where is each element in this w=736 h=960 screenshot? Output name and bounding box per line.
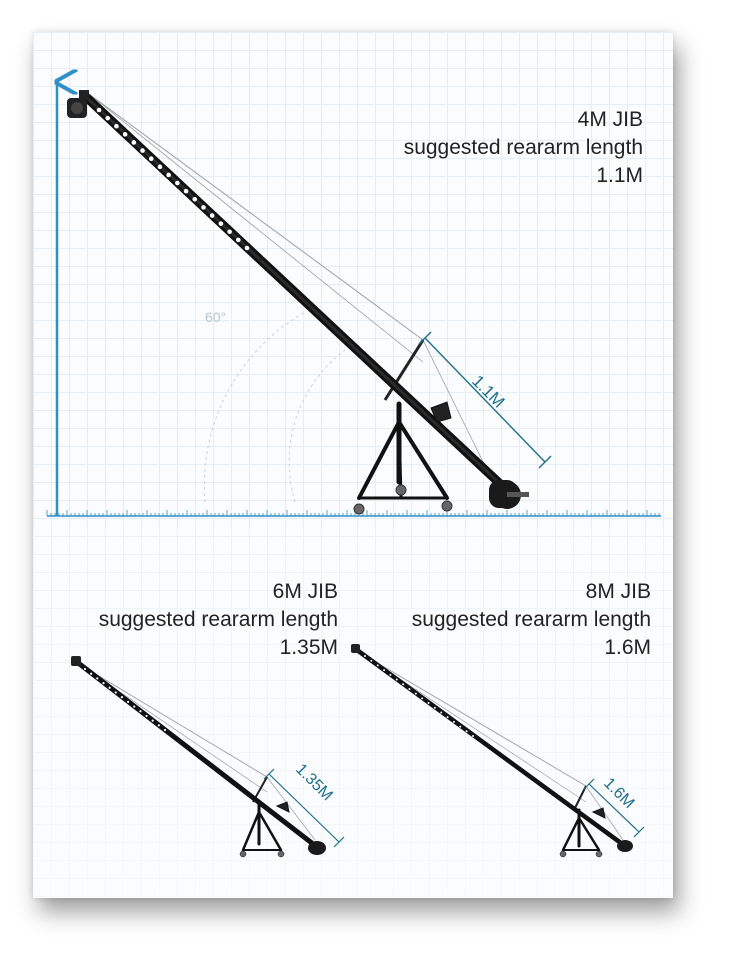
angle-arcs: [203, 311, 346, 503]
dimension-line-8m: [583, 778, 645, 838]
jib-4m: 1.1M: [67, 90, 552, 515]
tripod-icon: [353, 401, 453, 515]
jib-8m: 1.6M: [351, 644, 645, 858]
dimension-label-6m: 1.35M: [292, 761, 335, 804]
jib-6m-value: 1.35M: [279, 636, 338, 659]
dimension-line-6m: [263, 768, 345, 848]
dimension-label-4m: 1.1M: [468, 371, 508, 411]
jib-8m-title: 8M JIB: [585, 580, 651, 603]
jib-diagram: 60°: [46, 32, 661, 858]
tripod-icon: [559, 807, 606, 858]
horizontal-ruler: [46, 510, 661, 517]
jib-6m-title: 6M JIB: [272, 580, 338, 603]
dimension-line-4m: [418, 331, 552, 469]
diagram-card: 60°: [33, 32, 673, 898]
angle-label: 60°: [205, 309, 226, 325]
counterweight-icon: [489, 480, 529, 509]
jib-4m-label: 4M JIB suggested reararm length 1.1M: [404, 106, 643, 190]
jib-6m-label: 6M JIB suggested reararm length 1.35M: [33, 578, 338, 662]
counterweight-icon: [308, 841, 326, 855]
jib-8m-label: 8M JIB suggested reararm length 1.6M: [353, 578, 651, 662]
counterweight-icon: [617, 840, 633, 852]
jib-8m-value: 1.6M: [604, 636, 651, 659]
jib-4m-subtitle: suggested reararm length: [403, 136, 643, 159]
jib-4m-title: 4M JIB: [577, 108, 643, 131]
camera-head-icon: [71, 656, 81, 666]
tripod-icon: [239, 801, 290, 858]
jib-6m-subtitle: suggested reararm length: [98, 608, 338, 631]
jib-4m-value: 1.1M: [596, 164, 643, 187]
jib-6m: 1.35M: [71, 656, 345, 858]
camera-head-icon: [351, 644, 360, 653]
dimension-label-8m: 1.6M: [600, 775, 637, 812]
camera-head-icon: [67, 90, 89, 118]
jib-8m-subtitle: suggested reararm length: [411, 608, 651, 631]
